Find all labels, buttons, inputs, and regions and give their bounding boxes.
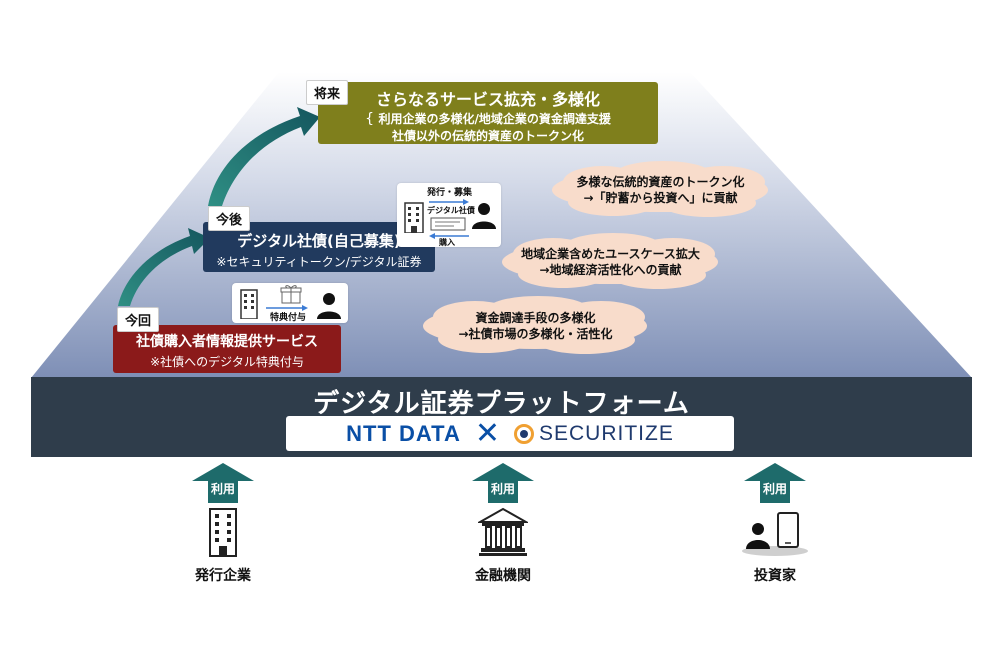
use-label: 利用 (210, 482, 235, 496)
effect-cloud-1: 多様な伝統的資産のトークン化 →「貯蓄から投資へ」に貢献 (543, 160, 778, 220)
building-icon (240, 289, 258, 319)
effect-cloud-2-line1: 地域企業含めたユースケース拡大 (521, 246, 700, 261)
effect-cloud-2-line2: →地域経済活性化への貢献 (539, 263, 682, 277)
stage-future-title: さらなるサービス拡充・多様化 (375, 90, 600, 109)
stage-next-tag: 今後 (208, 206, 251, 231)
effect-cloud-3-line2: →社債市場の多様化・活性化 (458, 327, 613, 341)
effect-cloud-3-line1: 資金調達手段の多様化 (475, 310, 596, 325)
securitize-logo: SECURITIZE (514, 422, 674, 446)
arrow-right-icon (266, 305, 308, 311)
person-icon (472, 203, 496, 229)
effect-cloud-2: 地域企業含めたユースケース拡大 →地域経済活性化への貢献 (493, 232, 728, 292)
building-icon (209, 508, 237, 557)
benefit-label: 特典付与 (270, 313, 307, 323)
stage-now-subtitle: ※社債へのデジタル特典付与 (150, 355, 304, 369)
issue-label: 発行・募集 (427, 188, 473, 198)
up-arrow-icon: 利用 (472, 463, 534, 503)
stage-next-subtitle: ※セキュリティトークン/デジタル証券 (216, 255, 422, 269)
effect-cloud-1-line2: →「貯蓄から投資へ」に貢献 (583, 191, 738, 205)
stage-now-tag: 今回 (117, 307, 160, 332)
up-arrow-icon: 利用 (744, 463, 806, 503)
user-investor-name: 投資家 (754, 568, 796, 584)
user-bank-name: 金融機関 (475, 568, 531, 584)
securitize-logo-text: SECURITIZE (539, 421, 674, 445)
growth-arrow-2 (208, 107, 320, 206)
bond-flow-card: 発行・募集 デジタル社債 購入 (397, 183, 501, 247)
bank-icon (476, 507, 530, 556)
effect-cloud-1-line1: 多様な伝統的資産のトークン化 (576, 174, 745, 189)
purchase-label: 購入 (439, 238, 455, 247)
arrow-right-icon (429, 199, 469, 205)
stage-future-box: さらなるサービス拡充・多様化 { 利用企業の多様化/地域企業の資金調達支援 社債… (318, 82, 658, 144)
stage-now-title: 社債購入者情報提供サービス (136, 334, 318, 350)
growth-arrow-1 (118, 228, 210, 306)
partner-logos: NTT DATA ✕ SECURITIZE (286, 416, 734, 451)
securitize-mark-icon (514, 423, 534, 444)
cross-mark: ✕ (474, 415, 500, 451)
arrow-left-icon (429, 233, 469, 239)
use-label: 利用 (762, 482, 787, 496)
user-issuer: 利用 発行企業 (163, 463, 283, 585)
stage-next-box: デジタル社債(自己募集) ※セキュリティトークン/デジタル証券 (203, 222, 435, 272)
stage-future-line1: 利用企業の多様化/地域企業の資金調達支援 (378, 112, 611, 126)
stage-future-line2: 社債以外の伝統的資産のトークン化 (391, 129, 584, 143)
platform-title: デジタル証券プラットフォーム (313, 389, 690, 419)
platform-bar: デジタル証券プラットフォーム NTT DATA ✕ SECURITIZE (31, 377, 972, 457)
user-bank: 利用 金融機関 (443, 463, 563, 585)
user-issuer-name: 発行企業 (195, 568, 251, 584)
user-investor: 利用 投資家 (715, 463, 835, 585)
effect-cloud-3: 資金調達手段の多様化 →社債市場の多様化・活性化 (413, 295, 658, 357)
investor-icon (742, 512, 808, 556)
stage-now-box: 社債購入者情報提供サービス ※社債へのデジタル特典付与 (113, 325, 341, 373)
bond-document-icon (430, 217, 466, 231)
digital-bond-label: デジタル社債 (427, 206, 475, 215)
stage-next-title: デジタル社債(自己募集) (237, 232, 401, 250)
up-arrow-icon: 利用 (192, 463, 254, 503)
building-icon (404, 202, 424, 233)
benefit-card: 特典付与 (232, 283, 348, 323)
gift-icon (280, 285, 302, 304)
ntt-data-logo: NTT DATA (346, 420, 461, 446)
stage-future-tag: 将来 (306, 80, 349, 105)
person-icon (317, 293, 341, 319)
use-label: 利用 (490, 482, 515, 496)
